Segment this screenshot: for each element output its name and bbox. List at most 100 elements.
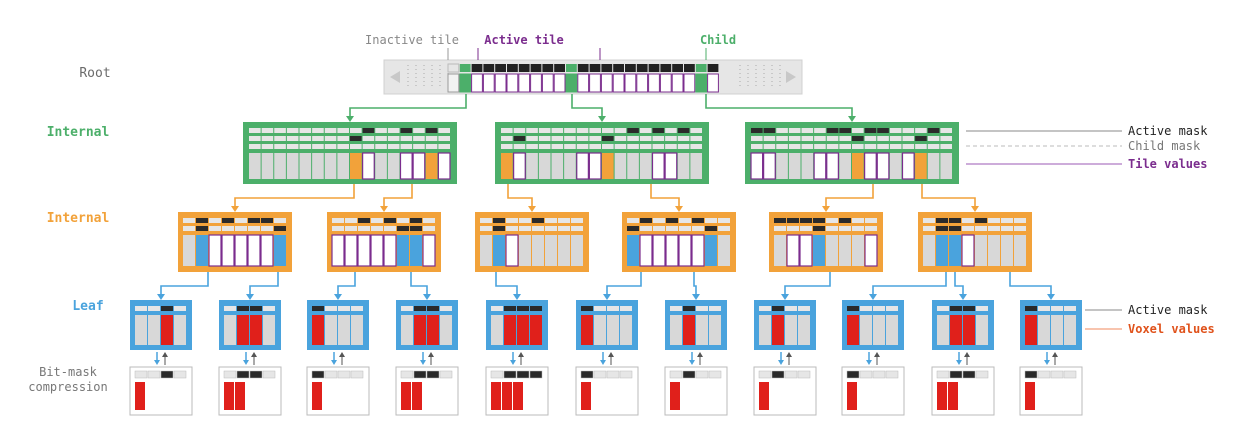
voxel-cell xyxy=(937,315,949,345)
compressed-mask-cell xyxy=(758,370,772,379)
voxel-cell xyxy=(440,315,452,345)
tile-value-cell xyxy=(750,152,764,180)
child-mask-cell xyxy=(425,136,438,141)
tile-value-cell xyxy=(274,235,286,266)
leaf-mask-cell xyxy=(670,306,682,311)
root-left-arrow-icon xyxy=(390,71,400,83)
root-mask-cell xyxy=(589,64,601,72)
compressed-voxel-cell xyxy=(502,382,512,410)
arrow-lower-to-leaf-9-head xyxy=(959,294,967,300)
mask-cell xyxy=(538,144,551,149)
voxel-cell xyxy=(950,315,962,345)
legend-voxel-values: Voxel values xyxy=(1128,322,1215,336)
active-mask-cell xyxy=(183,218,195,223)
active-mask-cell xyxy=(627,128,639,133)
arrow-upper-to-lower-5 xyxy=(921,184,976,207)
active-mask-cell xyxy=(800,218,812,223)
active-mask-cell xyxy=(975,218,987,223)
decompress-up-arrow-head xyxy=(786,352,792,357)
tile-value-cell xyxy=(299,153,312,179)
child-mask-cell xyxy=(506,226,518,231)
decompress-up-arrow-head xyxy=(874,352,880,357)
mask-cell xyxy=(564,144,576,149)
inactive-tile-label: Inactive tile xyxy=(365,33,459,47)
voxel-cell xyxy=(427,315,439,345)
active-mask-cell xyxy=(337,128,349,133)
tile-value-cell xyxy=(331,234,345,267)
mask-cell xyxy=(249,144,261,149)
tile-value-cell xyxy=(399,152,413,180)
tile-value-cell xyxy=(571,235,583,266)
mask-cell xyxy=(665,144,677,149)
mask-cell xyxy=(652,144,665,149)
voxel-cell xyxy=(873,315,885,345)
root-mask-cell xyxy=(495,64,506,72)
arrow-root-to-internal-0 xyxy=(349,94,467,117)
compressed-voxel-cell xyxy=(401,382,411,410)
decompress-up-arrow-head xyxy=(608,352,614,357)
leaf-mask-cell xyxy=(798,306,810,311)
active-mask-cell xyxy=(826,218,838,223)
child-mask-cell xyxy=(480,226,492,231)
arrow-upper-to-lower-3 xyxy=(650,184,680,207)
leaf-mask-cell xyxy=(1025,306,1037,311)
child-mask-cell xyxy=(927,136,940,141)
compress-down-arrow-head xyxy=(510,360,516,365)
child-mask-cell xyxy=(640,226,652,231)
compressed-mask-cell xyxy=(1063,370,1077,379)
mask-cell xyxy=(751,144,763,149)
active-mask-cell xyxy=(513,128,526,133)
compressed-voxel-cell xyxy=(235,382,245,410)
child-mask-cell xyxy=(639,136,652,141)
active-mask-cell xyxy=(274,218,286,223)
root-mask-cell xyxy=(471,64,483,72)
leaf-mask-cell xyxy=(1051,306,1063,311)
compressed-mask-cell xyxy=(173,370,187,379)
compressed-mask-cell xyxy=(426,370,440,379)
compress-down-arrow-head xyxy=(243,360,249,365)
leaf-mask-cell xyxy=(440,306,452,311)
level-label-root: Root xyxy=(79,66,110,81)
mask-cell xyxy=(589,144,601,149)
child-mask-cell xyxy=(705,226,717,231)
child-mask-cell xyxy=(261,226,273,231)
voxel-cell xyxy=(772,315,784,345)
active-mask-cell xyxy=(602,128,614,133)
tile-value-cell xyxy=(705,235,717,266)
child-mask-cell xyxy=(627,226,639,231)
mask-cell xyxy=(940,144,952,149)
active-mask-cell xyxy=(358,218,370,223)
child-mask-cell xyxy=(800,226,812,231)
leaf-mask-cell xyxy=(312,306,324,311)
child-mask-cell xyxy=(248,226,260,231)
root-mask-cell xyxy=(530,64,542,72)
compressed-mask-cell xyxy=(619,370,633,379)
level-label-compression-2: compression xyxy=(28,380,107,394)
compressed-mask-cell xyxy=(516,370,530,379)
active-mask-cell xyxy=(526,128,538,133)
root-mask-cell xyxy=(566,64,577,72)
compressed-mask-cell xyxy=(593,370,607,379)
arrow-upper-to-lower-1-head xyxy=(380,206,388,212)
compressed-mask-cell xyxy=(337,370,351,379)
tile-value-cell xyxy=(774,235,786,266)
arrow-lower-to-leaf-3-head xyxy=(423,294,431,300)
tile-value-cell xyxy=(652,234,666,267)
tile-value-cell xyxy=(664,152,678,180)
tile-value-cell xyxy=(718,235,730,266)
compressed-voxel-cell xyxy=(513,382,523,410)
child-mask-cell xyxy=(988,226,1000,231)
compress-down-arrow-head xyxy=(866,360,872,365)
arrow-lower-to-leaf-2-head xyxy=(334,294,342,300)
tile-value-cell xyxy=(901,152,915,180)
child-mask-cell xyxy=(423,226,435,231)
mask-cell xyxy=(889,144,902,149)
child-mask-cell xyxy=(666,226,678,231)
voxel-cell xyxy=(1025,315,1037,345)
mask-cell xyxy=(763,144,776,149)
active-mask-cell xyxy=(787,218,799,223)
tile-value-cell xyxy=(1014,235,1026,266)
root-tile-cell xyxy=(482,73,495,93)
arrow-lower-to-leaf-3 xyxy=(410,272,428,295)
active-mask-cell xyxy=(814,128,826,133)
